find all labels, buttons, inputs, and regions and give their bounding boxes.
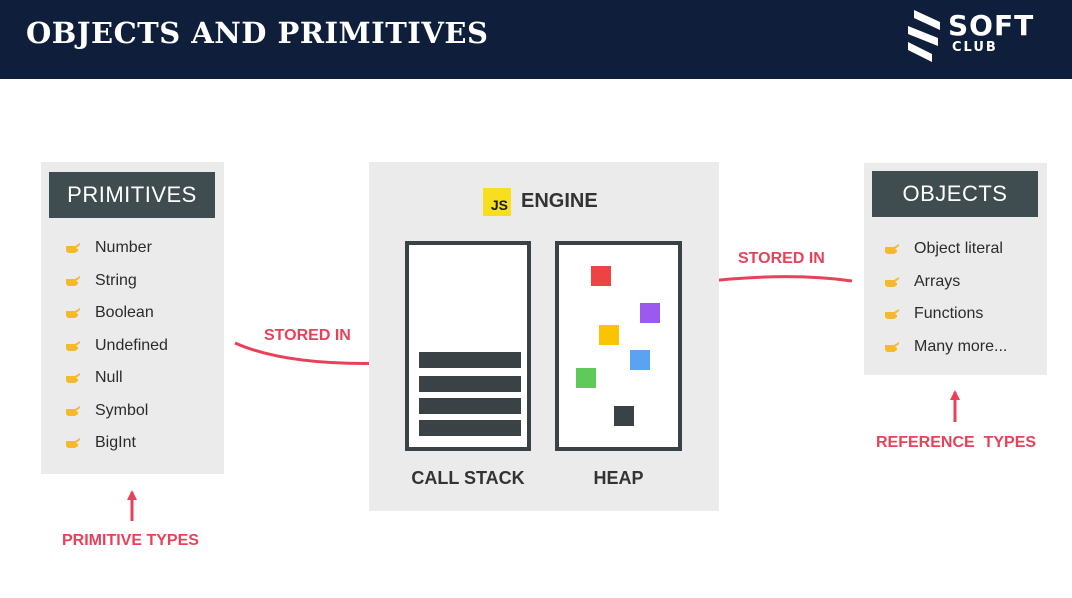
heap-object [640, 303, 660, 323]
list-item-label: String [95, 271, 137, 289]
pointing-hand-icon [885, 244, 899, 255]
pointing-hand-icon [66, 308, 80, 319]
heap-object [614, 406, 634, 426]
pointing-hand-icon [66, 373, 80, 384]
list-item-label: Functions [914, 305, 984, 323]
list-item-label: Boolean [95, 304, 154, 322]
list-item: Undefined [66, 330, 168, 363]
primitives-panel: PRIMITIVES Number String Boolean Undefin… [41, 162, 224, 474]
list-item-label: Arrays [914, 272, 961, 290]
list-item: Number [66, 232, 168, 265]
pointing-hand-icon [885, 341, 899, 352]
slide-title: Objects and Primitives [26, 16, 489, 50]
stack-frame [419, 352, 521, 368]
list-item-label: BigInt [95, 434, 136, 452]
pointing-hand-icon [885, 276, 899, 287]
primitives-header: PRIMITIVES [49, 172, 215, 218]
pointing-hand-icon [66, 438, 80, 449]
logo-wordmark-soft: SOFT [948, 9, 1035, 42]
list-item: Arrays [885, 266, 1007, 299]
stack-frame [419, 376, 521, 392]
stack-frame [419, 420, 521, 436]
stored-in-label-left: STORED IN [264, 327, 351, 344]
js-logo-icon: JS [483, 188, 511, 216]
pointing-hand-icon [66, 275, 80, 286]
primitive-types-caption: PRIMITIVE TYPES [62, 532, 199, 549]
stack-frame [419, 398, 521, 414]
pointing-hand-icon [66, 340, 80, 351]
heap-object [630, 350, 650, 370]
reference-types-caption: REFERENCE TYPES [876, 434, 1037, 451]
heap-object [591, 266, 611, 286]
pointing-hand-icon [885, 309, 899, 320]
logo-s-mark-icon [908, 10, 940, 62]
list-item: Many more... [885, 331, 1007, 364]
list-item-label: Null [95, 369, 123, 387]
list-item-label: Object literal [914, 240, 1003, 258]
heap-object [576, 368, 596, 388]
objects-list: Object literal Arrays Functions Many mor… [885, 233, 1007, 363]
heap-label: HEAP [593, 468, 644, 488]
js-engine-panel: JS ENGINE CALL STACK HEAP [369, 162, 719, 511]
list-item-label: Undefined [95, 336, 168, 354]
list-item: Boolean [66, 297, 168, 330]
list-item: Symbol [66, 395, 168, 428]
call-stack-box [405, 241, 531, 451]
list-item-label: Symbol [95, 401, 149, 419]
logo-wordmark-club: CLUB [952, 40, 998, 55]
stored-in-label-right: STORED IN [738, 250, 825, 267]
list-item-label: Number [95, 239, 152, 257]
list-item: BigInt [66, 427, 168, 460]
list-item-label: Many more... [914, 337, 1008, 355]
objects-panel: OBJECTS Object literal Arrays Functions … [864, 163, 1047, 375]
list-item: Functions [885, 298, 1007, 331]
list-item: Null [66, 362, 168, 395]
list-item: String [66, 265, 168, 298]
title-bar: Objects and Primitives SOFT CLUB [0, 0, 1072, 79]
pointing-hand-icon [66, 243, 80, 254]
heap-object [599, 325, 619, 345]
list-item: Object literal [885, 233, 1007, 266]
call-stack-label: CALL STACK [411, 468, 525, 488]
objects-header: OBJECTS [872, 171, 1038, 217]
engine-label: ENGINE [521, 190, 598, 212]
pointing-hand-icon [66, 405, 80, 416]
heap-box [555, 241, 682, 451]
soft-club-logo: SOFT CLUB [906, 8, 1056, 68]
primitives-list: Number String Boolean Undefined Null Sym… [66, 232, 168, 460]
